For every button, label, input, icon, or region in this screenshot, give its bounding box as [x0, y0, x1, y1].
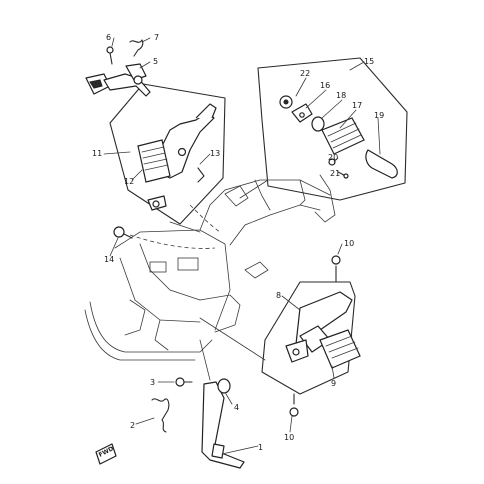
callout-5: 5 — [153, 57, 158, 66]
callout-8: 8 — [276, 291, 281, 300]
sidestand-assembly — [151, 377, 245, 469]
callout-12: 12 — [124, 177, 134, 186]
callout-3: 3 — [150, 378, 155, 387]
leader-left-group — [169, 221, 201, 233]
callout-13: 13 — [210, 149, 220, 158]
callout-7: 7 — [154, 33, 159, 42]
callout-16: 16 — [320, 81, 330, 90]
left-footrest-assembly — [137, 103, 217, 211]
leader-right-group — [239, 179, 269, 199]
callout-19: 19 — [374, 111, 384, 120]
callout-9: 9 — [331, 379, 336, 388]
callout-10-upper: 10 — [344, 239, 354, 248]
leader-passenger — [199, 317, 266, 361]
bolt-14-part — [113, 226, 133, 239]
right-footrest-assembly — [279, 95, 398, 179]
leader-sidestand — [199, 339, 211, 381]
callout-numbers: 6 7 5 11 12 13 14 15 22 16 18 17 19 20 2… — [92, 33, 384, 452]
callout-18: 18 — [336, 91, 346, 100]
callout-6: 6 — [106, 33, 111, 42]
callout-17: 17 — [352, 101, 362, 110]
callout-2: 2 — [130, 421, 135, 430]
passenger-footrest-group-outline — [261, 281, 356, 395]
callout-4: 4 — [234, 403, 239, 412]
callout-11: 11 — [92, 149, 102, 158]
fwd-direction-marker: FWD — [95, 443, 117, 465]
right-footrest-group-outline — [257, 57, 408, 201]
callout-10-lower: 10 — [284, 433, 294, 442]
callout-14: 14 — [104, 255, 114, 264]
passenger-footrest-assembly — [285, 255, 361, 417]
callout-1: 1 — [258, 443, 263, 452]
callout-22: 22 — [300, 69, 310, 78]
callout-21: 21 — [330, 169, 340, 178]
callout-20: 20 — [328, 153, 338, 162]
callout-leaders — [103, 37, 381, 455]
callout-15: 15 — [364, 57, 374, 66]
brake-pedal-assembly — [85, 39, 151, 97]
frame — [84, 174, 336, 361]
